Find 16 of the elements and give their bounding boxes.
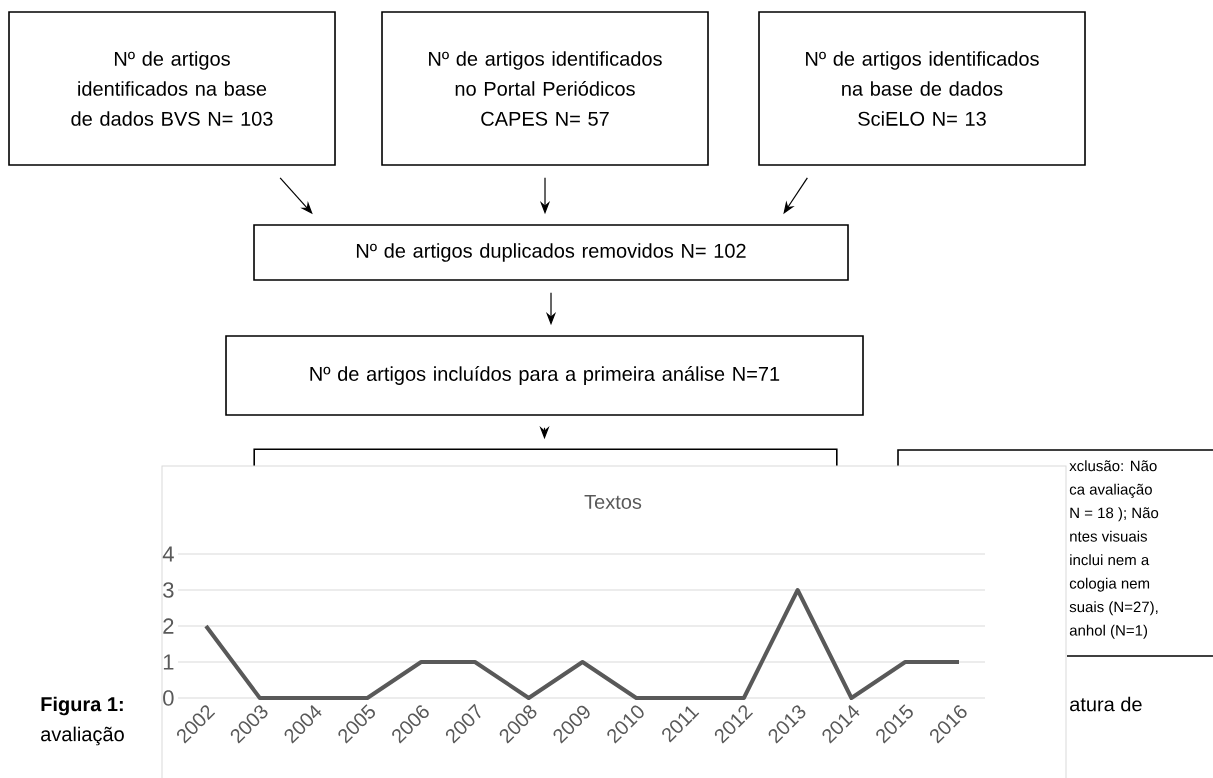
y-tick-label: 2 [163,618,174,634]
y-tick-label: 4 [162,546,174,562]
process-box: Nº de artigos identificados na base de dados BVS N= 103 [8,11,336,166]
process-box: Nº de artigos identificados na base de dados SciELO N= 13 [758,11,1086,166]
caption-text: atura de [1070,696,1142,712]
y-tick-label: 1 [163,654,174,670]
y-tick-label: 0 [163,690,174,706]
process-box: Nº de artigos incluídos para a primeira análise N=71 [225,335,864,416]
criteria-box: xclusão: Não ca avaliação N = 18 ); Não ntes visuais inclui nem a cologia nem suais (N=27), anhol (N=1) [897,449,1213,657]
caption-text: avaliação [41,726,124,746]
process-box: Nº de artigos identificados no Portal Periódicos CAPES N= 57 [381,11,709,166]
caption-text: Figura 1: [41,696,123,716]
process-box [253,448,838,468]
process-box: Nº de artigos duplicados removidos N= 102 [253,224,849,281]
chart-title: Textos [584,495,642,509]
y-tick-label: 3 [163,582,174,598]
